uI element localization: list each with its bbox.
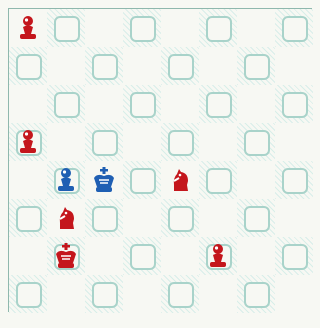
square-e7[interactable] <box>161 47 199 85</box>
square-d4[interactable] <box>123 161 161 199</box>
square-g1[interactable] <box>237 275 275 313</box>
square-c3[interactable] <box>85 199 123 237</box>
square-f7[interactable] <box>199 47 237 85</box>
square-d6[interactable] <box>123 85 161 123</box>
square-e5[interactable] <box>161 123 199 161</box>
square-a1[interactable] <box>9 275 47 313</box>
square-g3[interactable] <box>237 199 275 237</box>
square-f3[interactable] <box>199 199 237 237</box>
square-e2[interactable] <box>161 237 199 275</box>
square-c8[interactable] <box>85 9 123 47</box>
square-b8[interactable] <box>47 9 85 47</box>
square-e8[interactable] <box>161 9 199 47</box>
square-d8[interactable] <box>123 9 161 47</box>
square-c1[interactable] <box>85 275 123 313</box>
red-pawn-icon[interactable] <box>199 237 237 275</box>
red-knight-icon[interactable] <box>47 199 85 237</box>
square-g2[interactable] <box>237 237 275 275</box>
square-f4[interactable] <box>199 161 237 199</box>
square-a2[interactable] <box>9 237 47 275</box>
square-a4[interactable] <box>9 161 47 199</box>
red-knight-icon[interactable] <box>161 161 199 199</box>
square-c6[interactable] <box>85 85 123 123</box>
square-a6[interactable] <box>9 85 47 123</box>
square-h4[interactable] <box>275 161 313 199</box>
blue-king-icon[interactable] <box>85 161 123 199</box>
chess-board[interactable] <box>8 8 312 312</box>
square-g7[interactable] <box>237 47 275 85</box>
square-b5[interactable] <box>47 123 85 161</box>
square-d7[interactable] <box>123 47 161 85</box>
square-f1[interactable] <box>199 275 237 313</box>
square-a3[interactable] <box>9 199 47 237</box>
square-d1[interactable] <box>123 275 161 313</box>
square-d2[interactable] <box>123 237 161 275</box>
square-h8[interactable] <box>275 9 313 47</box>
square-h7[interactable] <box>275 47 313 85</box>
square-f8[interactable] <box>199 9 237 47</box>
square-h1[interactable] <box>275 275 313 313</box>
square-e6[interactable] <box>161 85 199 123</box>
square-g8[interactable] <box>237 9 275 47</box>
square-e3[interactable] <box>161 199 199 237</box>
square-b7[interactable] <box>47 47 85 85</box>
square-c7[interactable] <box>85 47 123 85</box>
square-a7[interactable] <box>9 47 47 85</box>
square-d5[interactable] <box>123 123 161 161</box>
square-g4[interactable] <box>237 161 275 199</box>
square-f5[interactable] <box>199 123 237 161</box>
square-c5[interactable] <box>85 123 123 161</box>
square-h6[interactable] <box>275 85 313 123</box>
square-b1[interactable] <box>47 275 85 313</box>
square-h2[interactable] <box>275 237 313 275</box>
red-pawn-icon[interactable] <box>9 9 47 47</box>
red-pawn-icon[interactable] <box>9 123 47 161</box>
square-g6[interactable] <box>237 85 275 123</box>
red-king-icon[interactable] <box>47 237 85 275</box>
square-b6[interactable] <box>47 85 85 123</box>
square-h3[interactable] <box>275 199 313 237</box>
square-h5[interactable] <box>275 123 313 161</box>
square-g5[interactable] <box>237 123 275 161</box>
blue-pawn-icon[interactable] <box>47 161 85 199</box>
square-e1[interactable] <box>161 275 199 313</box>
square-c2[interactable] <box>85 237 123 275</box>
square-f6[interactable] <box>199 85 237 123</box>
square-d3[interactable] <box>123 199 161 237</box>
